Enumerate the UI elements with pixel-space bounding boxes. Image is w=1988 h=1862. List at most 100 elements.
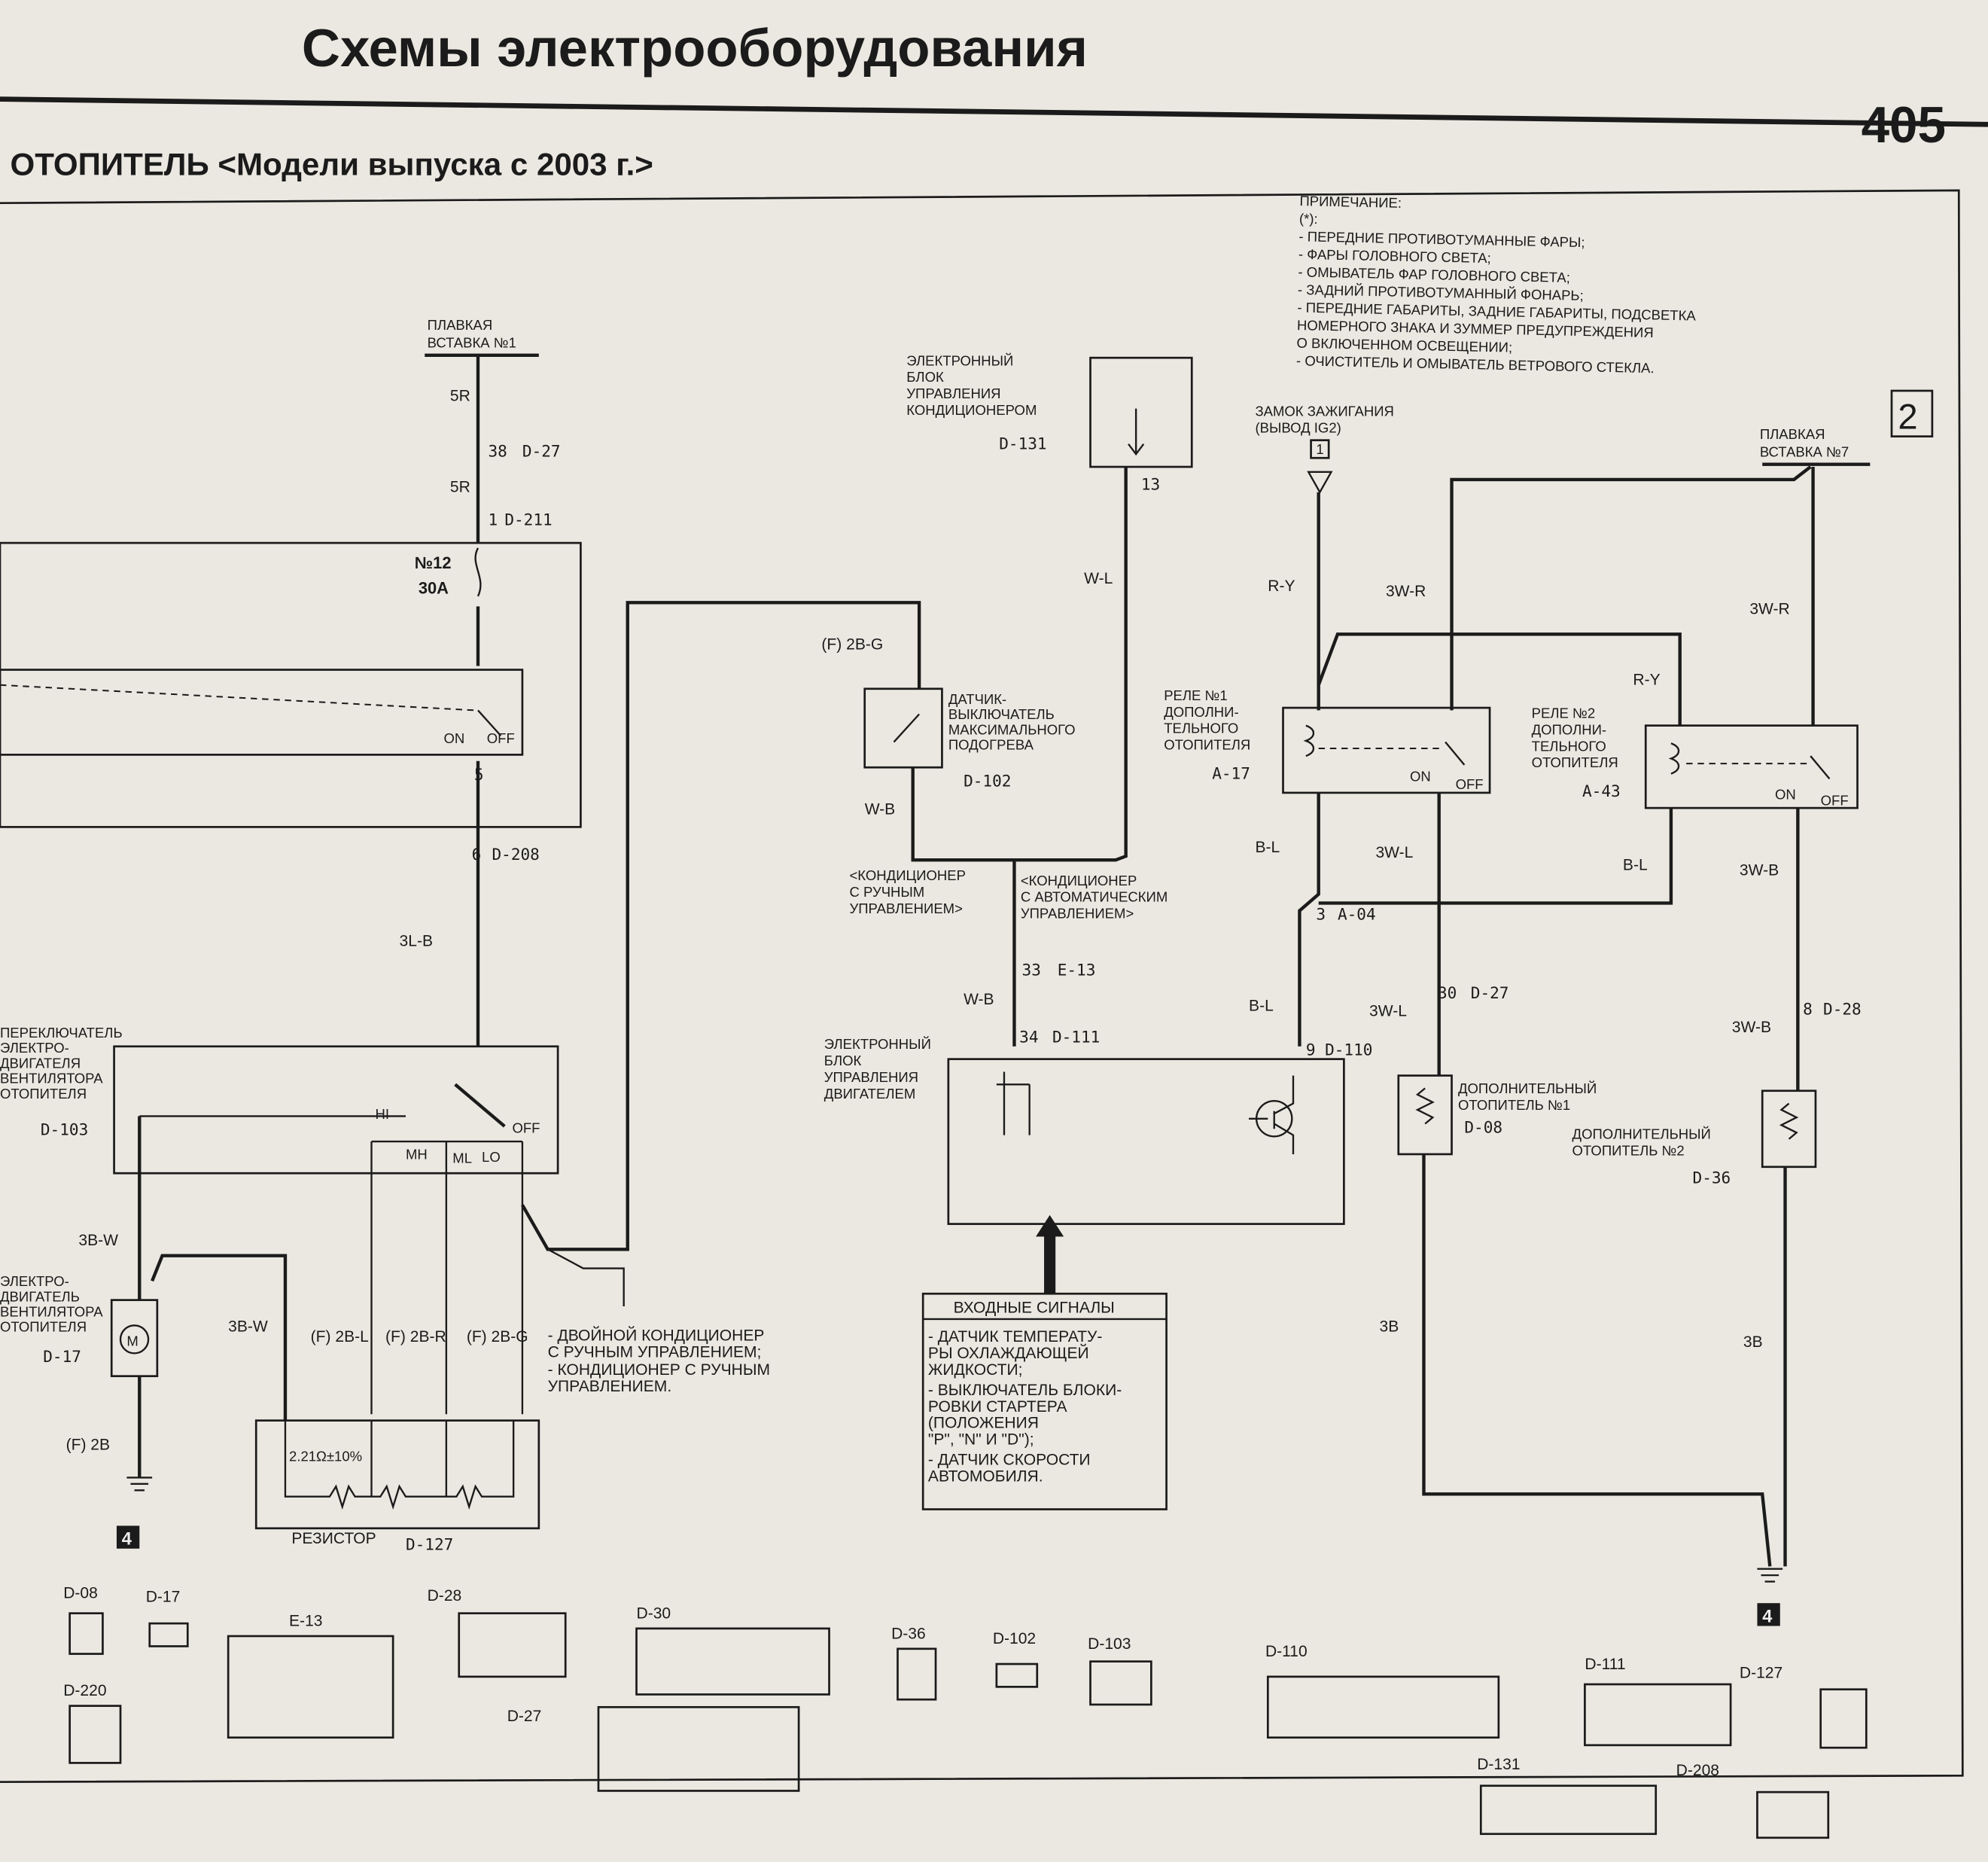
mh-label: MH (406, 1147, 428, 1163)
off-label: OFF (1821, 793, 1849, 809)
pin-label: 30 (1438, 983, 1457, 1002)
ground-marker (116, 1525, 140, 1549)
connector-ref: D-17 (43, 1347, 81, 1366)
wire-3W-R (1450, 465, 1815, 726)
fuse1-label: ПЛАВКАЯ (428, 317, 493, 333)
heater2-element-icon (1779, 1102, 1799, 1140)
input-signals-box (921, 1292, 1168, 1510)
connector-D-17-label: D-17 (146, 1589, 181, 1606)
connector-ref: D-111 (1052, 1028, 1100, 1047)
on-label: ON (1775, 786, 1796, 802)
resistor-box (254, 1419, 540, 1530)
section-title: ОТОПИТЕЛЬ <Модели выпуска с 2003 г.> (10, 147, 653, 182)
input-signal-line: - ДАТЧИК ТЕМПЕРАТУ- (928, 1328, 1102, 1345)
connector-ref: E-13 (1058, 960, 1096, 979)
connector-D-30-label: D-30 (637, 1604, 671, 1622)
wire-label: 3B (1380, 1318, 1399, 1336)
engine-ecu-label: ДВИГАТЕЛЕМ (824, 1086, 915, 1102)
engine-ecu-label: УПРАВЛЕНИЯ (824, 1069, 918, 1085)
fan-switch-label: ОТОПИТЕЛЯ (0, 1086, 87, 1102)
wire-label: W-B (865, 801, 896, 818)
fuse7-label: ВСТАВКА №7 (1760, 444, 1849, 460)
input-signal-line: - ДАТЧИК СКОРОСТИ (928, 1452, 1091, 1469)
sheet-marker-box (1890, 389, 1934, 437)
heater2-box (1761, 1089, 1817, 1169)
wire-label: (F) 2B (66, 1436, 110, 1453)
fan-switch-label: ДВИГАТЕЛЯ (0, 1055, 81, 1071)
ml-label: ML (452, 1150, 472, 1166)
relay2-contact (1810, 755, 1831, 780)
input-signal-line: АВТОМОБИЛЯ. (928, 1467, 1043, 1485)
wire-R-Y-B-L (1298, 492, 1320, 1047)
fan-switch-wiper (454, 1083, 506, 1128)
ground-marker-label: 4 (122, 1529, 132, 1549)
ac-ecu-label: КОНДИЦИОНЕРОМ (906, 402, 1037, 418)
connector-D-08 (68, 1612, 104, 1655)
connector-D-36 (897, 1647, 937, 1701)
fuse12-label: №12 (415, 553, 452, 572)
connector-D-103 (1089, 1660, 1152, 1706)
wire-label: (F) 2B-G (821, 636, 883, 654)
fan-motor-label: ВЕНТИЛЯТОРА (0, 1304, 103, 1320)
fuse-block (0, 541, 582, 828)
fuse1-label: ВСТАВКА №1 (428, 335, 516, 351)
connector-D-111-label: D-111 (1585, 1656, 1625, 1673)
wire-label: 3W-L (1369, 1002, 1407, 1019)
option-note: - КОНДИЦИОНЕР С РУЧНЫМ (548, 1361, 770, 1379)
connector-D-127-label: D-127 (1740, 1665, 1783, 1682)
ignition-marker-label: 1 (1316, 441, 1323, 457)
max-heat-switch-label: МАКСИМАЛЬНОГО (948, 721, 1076, 737)
pin-label: 33 (1022, 960, 1041, 979)
input-signal-line: "P", "N" И "D"); (928, 1431, 1034, 1449)
connector-ref: D-102 (964, 771, 1011, 790)
variant-label: УПРАВЛЕНИЕМ> (849, 901, 962, 916)
input-signals-title: ВХОДНЫЕ СИГНАЛЫ (954, 1299, 1115, 1316)
wire-label: W-B (964, 991, 994, 1008)
on-label: ON (444, 730, 465, 746)
connector-ref: D-36 (1693, 1169, 1731, 1187)
connector-D-110 (1266, 1675, 1500, 1739)
wire-label: (F) 2B-L (311, 1328, 369, 1345)
wire-label: 3B-W (228, 1318, 268, 1336)
connector-D-110-label: D-110 (1265, 1643, 1308, 1660)
connector-D-131-label: D-131 (1477, 1756, 1520, 1773)
engine-ecu-label: ЭЛЕКТРОННЫЙ (824, 1036, 931, 1052)
wire-label: 3B-W (78, 1232, 118, 1249)
connector-D-08-label: D-08 (63, 1584, 98, 1601)
wire-label: R-Y (1268, 577, 1295, 595)
pin-label: 38 (488, 442, 507, 461)
wire-label: B-L (1249, 998, 1274, 1015)
motor-icon (119, 1324, 150, 1355)
connector-ref: D-27 (1471, 983, 1509, 1002)
relay-box (0, 669, 524, 756)
heater1-box (1397, 1074, 1453, 1156)
relay-link (0, 684, 476, 712)
note-title: ПРИМЕЧАНИЕ: (1299, 193, 1402, 211)
off-label: OFF (487, 730, 515, 746)
diagram-frame (0, 189, 1964, 1784)
relay2-coil-icon (1668, 742, 1680, 775)
relay2-label: ТЕЛЬНОГО (1532, 738, 1606, 754)
input-signal-line: (ПОЛОЖЕНИЯ (928, 1415, 1039, 1432)
off-label: OFF (1456, 776, 1484, 792)
relay1-label: ОТОПИТЕЛЯ (1164, 737, 1250, 753)
pin-label: 13 (1141, 474, 1160, 493)
connector-D-111 (1584, 1683, 1732, 1747)
heater1-label: ОТОПИТЕЛЬ №1 (1458, 1097, 1570, 1113)
ignition-marker (1310, 439, 1330, 459)
connector-D-27 (597, 1705, 800, 1792)
max-heat-switch (863, 687, 943, 769)
resistor-elements (284, 1420, 515, 1510)
on-label: ON (1410, 769, 1431, 785)
connector-ref: D-131 (999, 434, 1046, 453)
heater2-label: ДОПОЛНИТЕЛЬНЫЙ (1572, 1126, 1711, 1142)
relay2-label: ОТОПИТЕЛЯ (1532, 754, 1618, 770)
relay1-label: РЕЛЕ №1 (1164, 687, 1228, 703)
ac-ecu-label: ЭЛЕКТРОННЫЙ (906, 352, 1013, 368)
wire-3B-W (151, 1254, 288, 1421)
connector-E-13-label: E-13 (289, 1613, 322, 1630)
ac-ecu-label: БЛОК (906, 369, 944, 385)
fan-switch-label: ВЕНТИЛЯТОРА (0, 1071, 103, 1086)
connector-ref: D-208 (492, 845, 540, 864)
sheet-marker: 2 (1898, 397, 1917, 437)
